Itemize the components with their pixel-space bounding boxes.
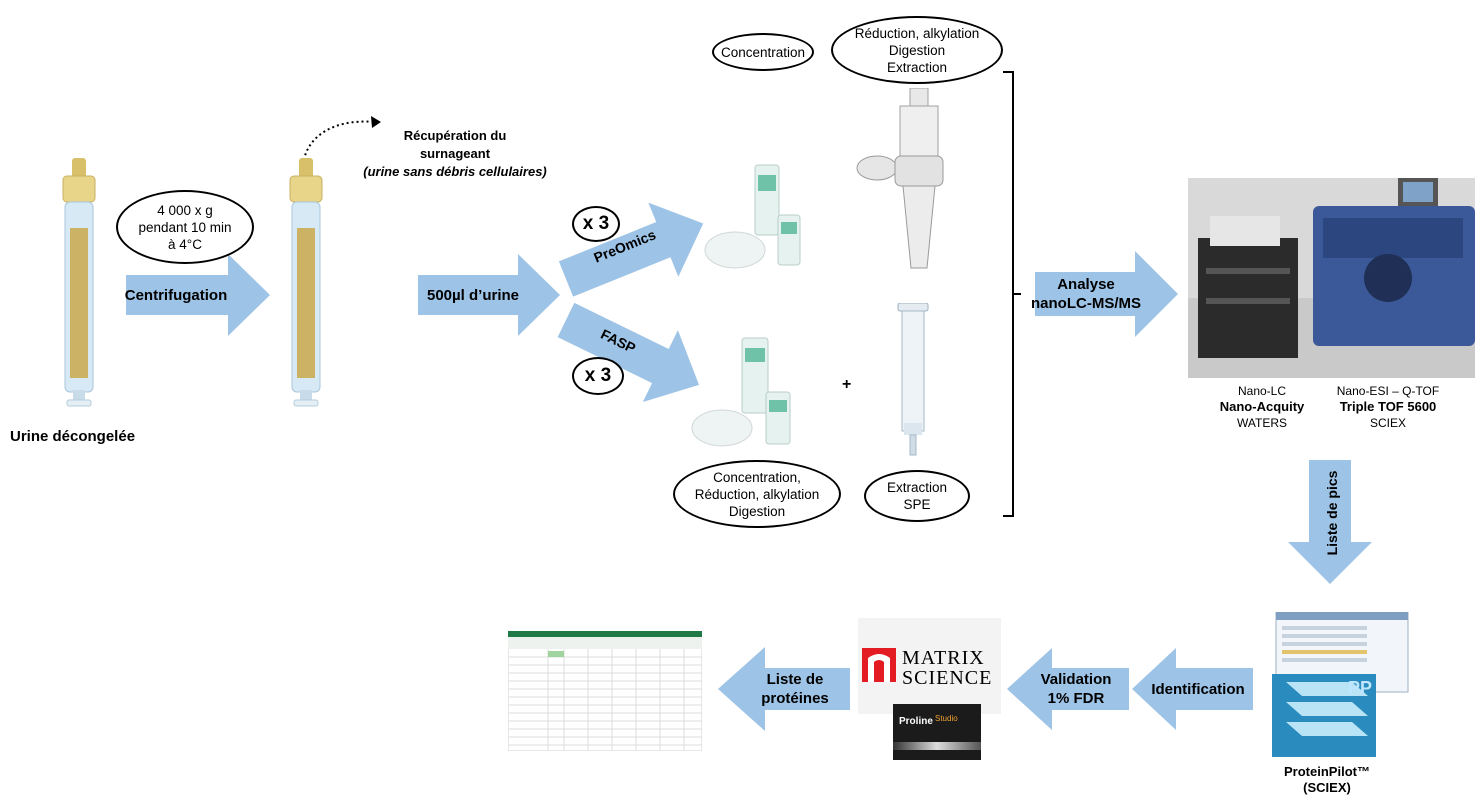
analyse-line1: Analyse bbox=[1057, 276, 1115, 293]
preomics-multiplier: x 3 bbox=[572, 206, 620, 242]
matrix-word: MATRIX bbox=[902, 647, 985, 669]
protein-list-label: Liste de protéines bbox=[740, 668, 850, 710]
peak-list-label: Liste de pics bbox=[1324, 470, 1340, 556]
protein-list-arrow bbox=[718, 647, 850, 731]
spe-line2: SPE bbox=[903, 497, 931, 512]
protein-spreadsheet-image bbox=[508, 631, 702, 751]
nanolc-line3: WATERS bbox=[1237, 416, 1287, 430]
spe-cartridge-image bbox=[897, 303, 929, 456]
recovery-text: Récupération du surnageant (urine sans d… bbox=[340, 127, 570, 181]
studio-word: Studio bbox=[935, 714, 958, 723]
concentration-ellipse: Concentration bbox=[712, 33, 814, 71]
validation-line1: Validation bbox=[1040, 671, 1112, 688]
fasp-columns-image bbox=[691, 337, 791, 447]
pp-logo-text: PP bbox=[1348, 678, 1373, 698]
centrifuge-temperature: à 4°C bbox=[168, 236, 202, 252]
proline-studio-logo: Proline Studio bbox=[893, 704, 981, 760]
qtof-line3: SCIEX bbox=[1369, 416, 1406, 430]
fasp-arrow bbox=[557, 302, 700, 402]
analyse-line2: nanoLC-MS/MS bbox=[1031, 295, 1141, 312]
proline-wave bbox=[893, 742, 981, 750]
proteinpilot-line2: (SCIEX) bbox=[1303, 780, 1351, 795]
urine-volume-arrow bbox=[418, 254, 560, 336]
reduction-line3: Extraction bbox=[886, 59, 947, 75]
bracket bbox=[1003, 71, 1021, 517]
validation-line2: 1% FDR bbox=[1047, 690, 1105, 707]
proteinpilot-image bbox=[1272, 612, 1409, 757]
recovery-line1: Récupération du bbox=[403, 128, 507, 143]
preomics-columns-image bbox=[704, 164, 801, 269]
protein-list-line1: Liste de bbox=[766, 671, 824, 688]
recovery-line2: surnageant bbox=[419, 146, 491, 161]
centrifuge-conditions-ellipse: 4 000 x g pendant 10 min à 4°C bbox=[116, 190, 254, 264]
proteinpilot-line1: ProteinPilot™ bbox=[1284, 764, 1370, 779]
nanolc-line2: Nano-Acquity bbox=[1219, 399, 1305, 414]
nanolc-label: Nano-LC Nano-Acquity WATERS bbox=[1202, 383, 1322, 431]
centrifuge-duration: pendant 10 min bbox=[138, 219, 232, 235]
urine-volume-label: 500µl d’urine bbox=[426, 286, 519, 304]
fasp-steps-line3: Digestion bbox=[728, 503, 786, 519]
centrifuged-urine-tube bbox=[289, 158, 323, 407]
matrix-science-mark bbox=[862, 648, 896, 682]
peak-list-arrow bbox=[1288, 460, 1372, 584]
spe-ellipse: Extraction SPE bbox=[864, 470, 970, 522]
thawed-urine-label: Urine décongelée bbox=[10, 428, 136, 445]
ist-tube-image bbox=[856, 88, 944, 269]
analyse-arrow bbox=[1035, 251, 1178, 337]
qtof-label: Nano-ESI – Q-TOF Triple TOF 5600 SCIEX bbox=[1318, 383, 1458, 431]
identification-label: Identification bbox=[1151, 680, 1245, 698]
proline-word: Proline bbox=[899, 716, 933, 727]
nanolc-line1: Nano-LC bbox=[1237, 384, 1287, 398]
spe-line1: Extraction bbox=[886, 480, 948, 495]
centrifuge-speed: 4 000 x g bbox=[157, 202, 213, 218]
fasp-steps-ellipse: Concentration, Réduction, alkylation Dig… bbox=[673, 460, 841, 528]
plus-sign: + bbox=[842, 376, 852, 393]
analyse-label: Analyse nanoLC-MS/MS bbox=[1030, 272, 1142, 316]
proteinpilot-label: ProteinPilot™ (SCIEX) bbox=[1272, 764, 1382, 796]
reduction-line1: Réduction, alkylation bbox=[854, 25, 980, 41]
science-word: SCIENCE bbox=[902, 667, 993, 689]
centrifugation-arrow bbox=[126, 254, 270, 336]
validation-label: Validation 1% FDR bbox=[1022, 668, 1130, 710]
mass-spectrometer-image bbox=[1188, 178, 1475, 378]
qtof-line1: Nano-ESI – Q-TOF bbox=[1336, 384, 1440, 398]
fasp-steps-line2: Réduction, alkylation bbox=[694, 486, 820, 502]
thawed-urine-tube bbox=[62, 158, 96, 407]
validation-arrow bbox=[1007, 648, 1129, 730]
reduction-line2: Digestion bbox=[888, 42, 946, 58]
fasp-multiplier: x 3 bbox=[572, 357, 624, 395]
matrix-science-text: MATRIX SCIENCE bbox=[902, 648, 992, 688]
preomics-arrow bbox=[558, 202, 704, 297]
identification-arrow bbox=[1132, 648, 1253, 730]
qtof-line2: Triple TOF 5600 bbox=[1339, 399, 1437, 414]
protein-list-line2: protéines bbox=[761, 690, 829, 707]
matrix-science-logo: MATRIX SCIENCE bbox=[858, 618, 1001, 714]
reduction-ellipse: Réduction, alkylation Digestion Extracti… bbox=[831, 16, 1003, 84]
centrifugation-label: Centrifugation bbox=[124, 286, 228, 304]
recovery-line3: (urine sans débris cellulaires) bbox=[363, 164, 547, 179]
fasp-steps-line1: Concentration, bbox=[713, 469, 801, 485]
